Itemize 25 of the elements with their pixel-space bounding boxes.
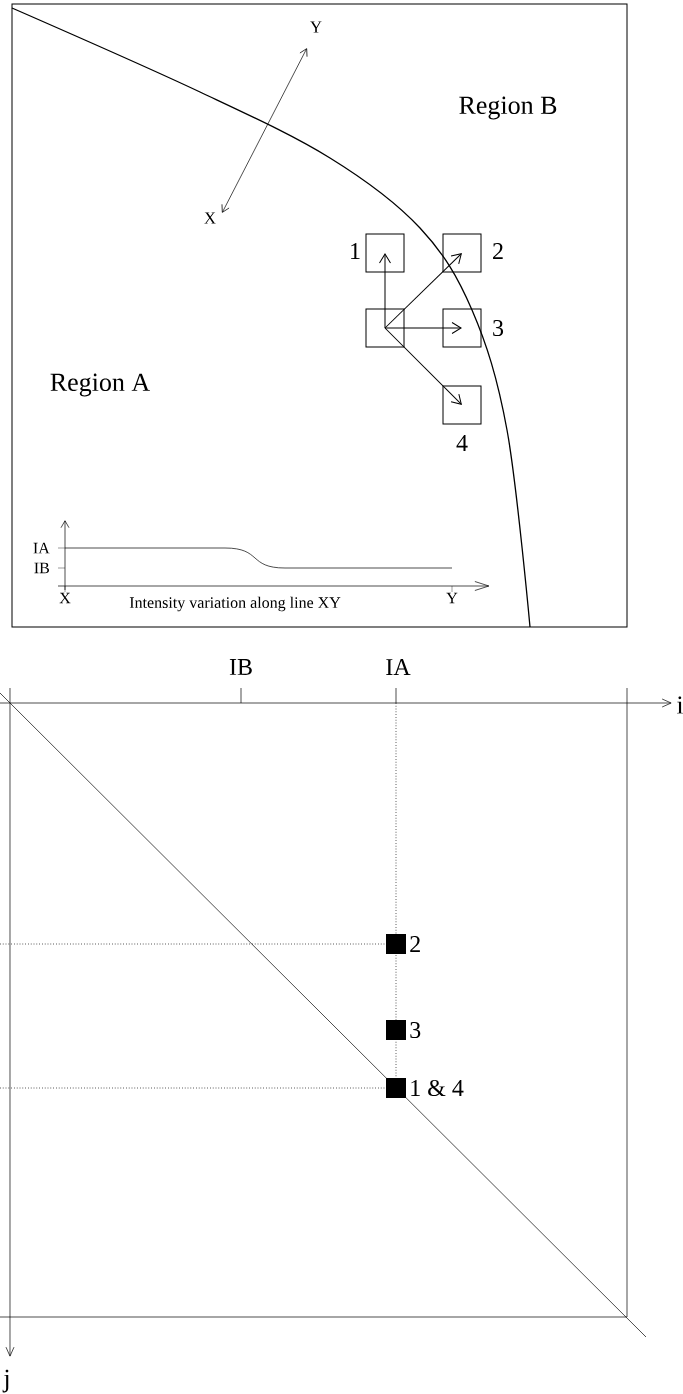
arrow [384, 327, 462, 405]
arrow [384, 253, 462, 329]
tick-label: IA [386, 659, 411, 675]
plot-caption: Intensity variation along line XY [129, 596, 341, 612]
point-label: 1 & 4 [411, 1079, 464, 1097]
point-label: 2 [410, 936, 420, 952]
axis-letter: X [204, 212, 216, 224]
arrow [384, 322, 462, 334]
arrow [379, 253, 391, 329]
square-number: 2 [493, 243, 503, 259]
tick-label: IB [34, 562, 49, 574]
tick-label: X [59, 592, 71, 604]
square [365, 308, 405, 348]
axis-label: i [676, 696, 683, 714]
square-number: 4 [456, 435, 468, 451]
axis-letter: Y [310, 21, 322, 33]
tick-label: Y [446, 592, 458, 604]
tick-label: IA [33, 542, 50, 554]
axis-label: j [2, 1369, 9, 1393]
region-label: Region B [459, 96, 557, 120]
square-number: 1 [351, 243, 360, 259]
region-label: Region A [50, 373, 150, 397]
point-label: 3 [410, 1021, 421, 1039]
tick-label: IB [229, 659, 252, 675]
square-number: 3 [493, 319, 504, 337]
